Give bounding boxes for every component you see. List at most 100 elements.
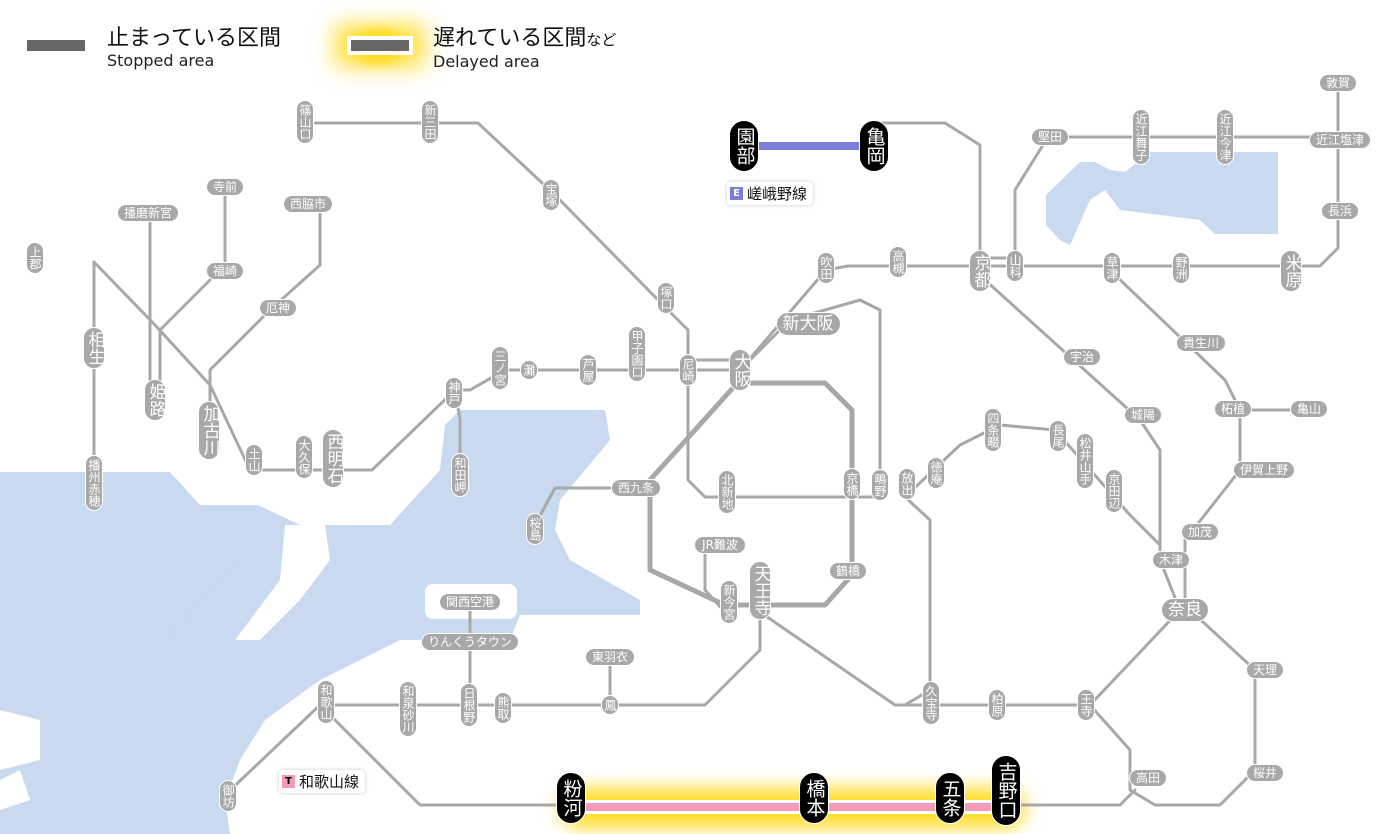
station-tennoji[interactable]: 天王寺 bbox=[749, 560, 771, 620]
station-omiimazu[interactable]: 近江今津 bbox=[1216, 109, 1234, 165]
station-koshienguchi[interactable]: 甲子園口 bbox=[628, 326, 646, 382]
station-jrnamba[interactable]: JR難波 bbox=[693, 536, 747, 554]
station-uji[interactable]: 宇治 bbox=[1063, 348, 1101, 366]
station-amagasaki[interactable]: 尼崎 bbox=[679, 354, 697, 386]
station-yoshinoguchi[interactable]: 吉野口 bbox=[991, 754, 1021, 826]
station-teramae[interactable]: 寺前 bbox=[206, 178, 244, 196]
station-shigino[interactable]: 鴫野 bbox=[871, 469, 889, 501]
track-segment bbox=[703, 543, 727, 614]
station-sonobe[interactable]: 園部 bbox=[729, 120, 759, 172]
station-hineno[interactable]: 日根野 bbox=[460, 683, 478, 727]
station-gobo[interactable]: 御坊 bbox=[219, 780, 237, 812]
legend-delayed-jp-main: 遅れている区間 bbox=[433, 26, 587, 51]
station-joyo[interactable]: 城陽 bbox=[1124, 406, 1162, 424]
station-omishiotsu[interactable]: 近江塩津 bbox=[1309, 131, 1371, 149]
station-suita[interactable]: 吹田 bbox=[817, 252, 835, 284]
station-sakurajima[interactable]: 桜島 bbox=[526, 513, 544, 545]
station-kamo[interactable]: 加茂 bbox=[1181, 523, 1219, 541]
station-kashiwara[interactable]: 柏原 bbox=[988, 689, 1006, 721]
station-kobe[interactable]: 神戸 bbox=[445, 377, 463, 409]
wakayama-badge: T bbox=[282, 775, 295, 788]
station-tenri[interactable]: 天理 bbox=[1246, 661, 1284, 679]
track-segment bbox=[1013, 135, 1340, 268]
station-gojo[interactable]: 五条 bbox=[935, 772, 965, 824]
track-segment bbox=[223, 610, 762, 797]
station-kibukawa[interactable]: 貴生川 bbox=[1176, 334, 1226, 352]
station-rinkutown[interactable]: りんくうタウン bbox=[421, 633, 519, 651]
station-aioi[interactable]: 相生 bbox=[83, 327, 105, 369]
delayed-swatch bbox=[349, 38, 411, 53]
station-kizu[interactable]: 木津 bbox=[1152, 551, 1190, 569]
station-kumatori[interactable]: 熊取 bbox=[494, 692, 512, 724]
station-takatsuki[interactable]: 高槻 bbox=[889, 246, 907, 278]
station-nishikujo[interactable]: 西九条 bbox=[611, 479, 661, 497]
station-banshuako[interactable]: 播州赤穂 bbox=[85, 455, 103, 511]
station-tsuruhashi[interactable]: 鶴橋 bbox=[829, 562, 867, 580]
station-kamigori[interactable]: 上郡 bbox=[26, 242, 44, 274]
station-shijonawate[interactable]: 四条畷 bbox=[984, 408, 1002, 452]
water-body bbox=[165, 560, 300, 640]
station-sakurai[interactable]: 桜井 bbox=[1246, 764, 1284, 782]
station-wadamisaki[interactable]: 和田岬 bbox=[451, 453, 469, 497]
legend-delayed-en: Delayed area bbox=[433, 52, 540, 71]
station-nada[interactable]: 灘 bbox=[520, 360, 538, 380]
station-nishiwakishi[interactable]: 西脇市 bbox=[283, 195, 333, 213]
station-tsuge[interactable]: 柘植 bbox=[1214, 400, 1252, 418]
station-higashihagoromo[interactable]: 東羽衣 bbox=[585, 648, 635, 666]
station-hanaten[interactable]: 放出 bbox=[898, 468, 916, 500]
station-tsukaguchi[interactable]: 塚口 bbox=[657, 282, 675, 314]
station-kyoto[interactable]: 京都 bbox=[969, 250, 991, 292]
station-kyotanabe[interactable]: 京田辺 bbox=[1105, 469, 1123, 513]
station-izumisunagawa[interactable]: 和泉砂川 bbox=[399, 681, 417, 737]
station-hashimoto[interactable]: 橋本 bbox=[799, 772, 829, 824]
line-tag-wakayama[interactable]: T 和歌山線 bbox=[279, 770, 366, 793]
line-tag-sagano[interactable]: E 嵯峨野線 bbox=[727, 182, 814, 205]
land-patch bbox=[0, 770, 30, 810]
station-osaka[interactable]: 大阪 bbox=[729, 349, 751, 391]
station-nara[interactable]: 奈良 bbox=[1161, 598, 1209, 622]
station-yakujin[interactable]: 厄神 bbox=[259, 299, 297, 317]
water-body bbox=[0, 410, 640, 834]
station-kusatsu[interactable]: 草津 bbox=[1103, 252, 1121, 284]
station-kameoka[interactable]: 亀岡 bbox=[859, 120, 889, 172]
station-nishiakashi[interactable]: 西明石 bbox=[322, 428, 344, 488]
station-takarazuka[interactable]: 宝塚 bbox=[542, 179, 560, 211]
station-fukusaki[interactable]: 福崎 bbox=[206, 262, 244, 280]
station-kokawa[interactable]: 粉河 bbox=[556, 772, 586, 824]
station-doyama[interactable]: 土山 bbox=[245, 444, 263, 476]
station-yamashina[interactable]: 山科 bbox=[1006, 250, 1024, 282]
station-tokuan[interactable]: 徳庵 bbox=[927, 457, 945, 489]
station-sasayamaguchi[interactable]: 篠山口 bbox=[296, 100, 314, 144]
station-okubo[interactable]: 大久保 bbox=[295, 435, 313, 479]
station-matsuiyamate[interactable]: 松井山手 bbox=[1076, 433, 1094, 489]
station-sannomiya[interactable]: 三ノ宮 bbox=[491, 346, 509, 390]
station-kansaiairport[interactable]: 関西空港 bbox=[439, 593, 501, 611]
station-shinsanda[interactable]: 新三田 bbox=[421, 100, 439, 144]
station-otori[interactable]: 鳳 bbox=[601, 695, 619, 715]
station-yasu[interactable]: 野洲 bbox=[1172, 252, 1190, 284]
station-kakogawa[interactable]: 加古川 bbox=[198, 400, 220, 460]
station-maibara[interactable]: 米原 bbox=[1280, 250, 1302, 292]
station-oji[interactable]: 王寺 bbox=[1077, 689, 1095, 721]
station-imamiya[interactable]: 新今宮 bbox=[720, 580, 738, 624]
station-omimaiko[interactable]: 近江舞子 bbox=[1132, 109, 1150, 165]
track-segment bbox=[903, 495, 932, 707]
station-takada[interactable]: 高田 bbox=[1129, 769, 1167, 787]
station-harimashingu[interactable]: 播磨新宮 bbox=[117, 204, 179, 222]
station-tsuruga[interactable]: 敦賀 bbox=[1319, 74, 1357, 92]
station-kitashinchi[interactable]: 北新地 bbox=[718, 470, 736, 514]
station-kyobashi[interactable]: 京橋 bbox=[843, 468, 861, 500]
legend-delayed-jp-suffix: など bbox=[586, 31, 617, 49]
station-katata[interactable]: 堅田 bbox=[1031, 128, 1069, 146]
station-nagahama[interactable]: 長浜 bbox=[1321, 202, 1359, 220]
station-himeji[interactable]: 姫路 bbox=[144, 379, 166, 421]
station-wakayama[interactable]: 和歌山 bbox=[317, 680, 335, 724]
station-kameyama[interactable]: 亀山 bbox=[1290, 400, 1328, 418]
station-ashiya[interactable]: 芦屋 bbox=[579, 354, 597, 386]
station-shinosaka[interactable]: 新大阪 bbox=[775, 312, 841, 336]
track-layer bbox=[92, 19, 1340, 828]
station-kyuhoji[interactable]: 久宝寺 bbox=[922, 681, 940, 725]
station-igaueno[interactable]: 伊賀上野 bbox=[1233, 461, 1295, 479]
station-nagao[interactable]: 長尾 bbox=[1049, 420, 1067, 452]
track-segment bbox=[1088, 608, 1257, 807]
